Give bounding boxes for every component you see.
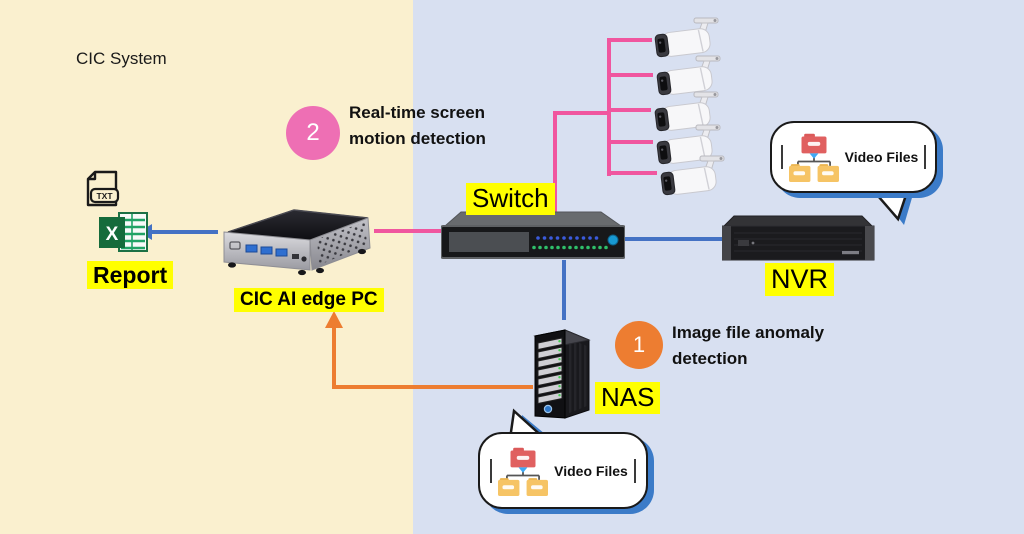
link-switch-cameras-horizontal: [553, 111, 611, 115]
step-2-badge: 2: [286, 106, 340, 160]
step-1-caption-line1: Image file anomaly: [672, 323, 825, 342]
camera-icon: [654, 154, 730, 198]
step-1-badge: 1: [615, 321, 663, 369]
link-pc-report: [150, 230, 218, 234]
camera-branch-3: [607, 108, 651, 112]
camera-branch-4: [607, 140, 653, 144]
nas-bubble-label: Video Files: [554, 462, 628, 479]
camera-trunk-line: [607, 38, 611, 176]
nas-label: NAS: [595, 382, 661, 414]
system-title: CIC System: [76, 49, 167, 68]
bubble-quote-bar: [780, 145, 783, 169]
nas-video-files-bubble: Video Files: [478, 432, 648, 509]
camera-icon: [650, 54, 726, 98]
step-1-caption: Image file anomaly detection: [672, 320, 824, 372]
camera-branch-1: [607, 38, 652, 42]
bubble-quote-bar: [633, 458, 636, 483]
nvr-label: NVR: [765, 263, 835, 297]
report-label: Report: [87, 261, 174, 290]
cic-system-region: [0, 0, 413, 534]
nvr-bubble-label: Video Files: [844, 149, 919, 165]
excel-file-icon: X: [99, 211, 149, 253]
switch-label: Switch: [466, 183, 555, 215]
nas-pc-arrowhead: [325, 311, 343, 328]
nvr-icon: [721, 214, 876, 264]
nas-icon: [529, 316, 599, 420]
link-pc-switch: [374, 229, 444, 233]
txt-badge-label: TXT: [96, 191, 113, 201]
step-2-caption: Real-time screen motion detection: [349, 100, 486, 152]
bubble-quote-bar: [924, 145, 927, 169]
edge-pc-label: CIC AI edge PC: [234, 288, 384, 312]
link-switch-cameras-vertical: [553, 111, 557, 212]
bubble-quote-bar: [490, 458, 493, 483]
nvr-video-files-bubble: Video Files: [770, 121, 937, 193]
camera-branch-2: [607, 73, 653, 77]
folder-tree-icon: [498, 447, 549, 496]
txt-file-icon: TXT: [82, 169, 122, 217]
step-1-caption-line2: detection: [672, 349, 748, 368]
link-nas-pc-vertical: [332, 325, 336, 389]
camera-branch-5: [607, 171, 657, 175]
link-nas-pc-horizontal: [332, 385, 533, 389]
camera-icon: [648, 90, 724, 134]
switch-icon: [440, 210, 626, 262]
nvr-bubble-tail: [871, 188, 914, 225]
camera-icon: [648, 16, 724, 60]
folder-tree-icon: [788, 133, 839, 182]
link-switch-nas: [562, 260, 566, 320]
excel-x-letter: X: [106, 224, 119, 245]
edge-pc-icon: [216, 206, 376, 278]
step-2-caption-line2: motion detection: [349, 129, 486, 148]
step-2-caption-line1: Real-time screen: [349, 103, 486, 122]
link-switch-nvr: [623, 237, 724, 241]
